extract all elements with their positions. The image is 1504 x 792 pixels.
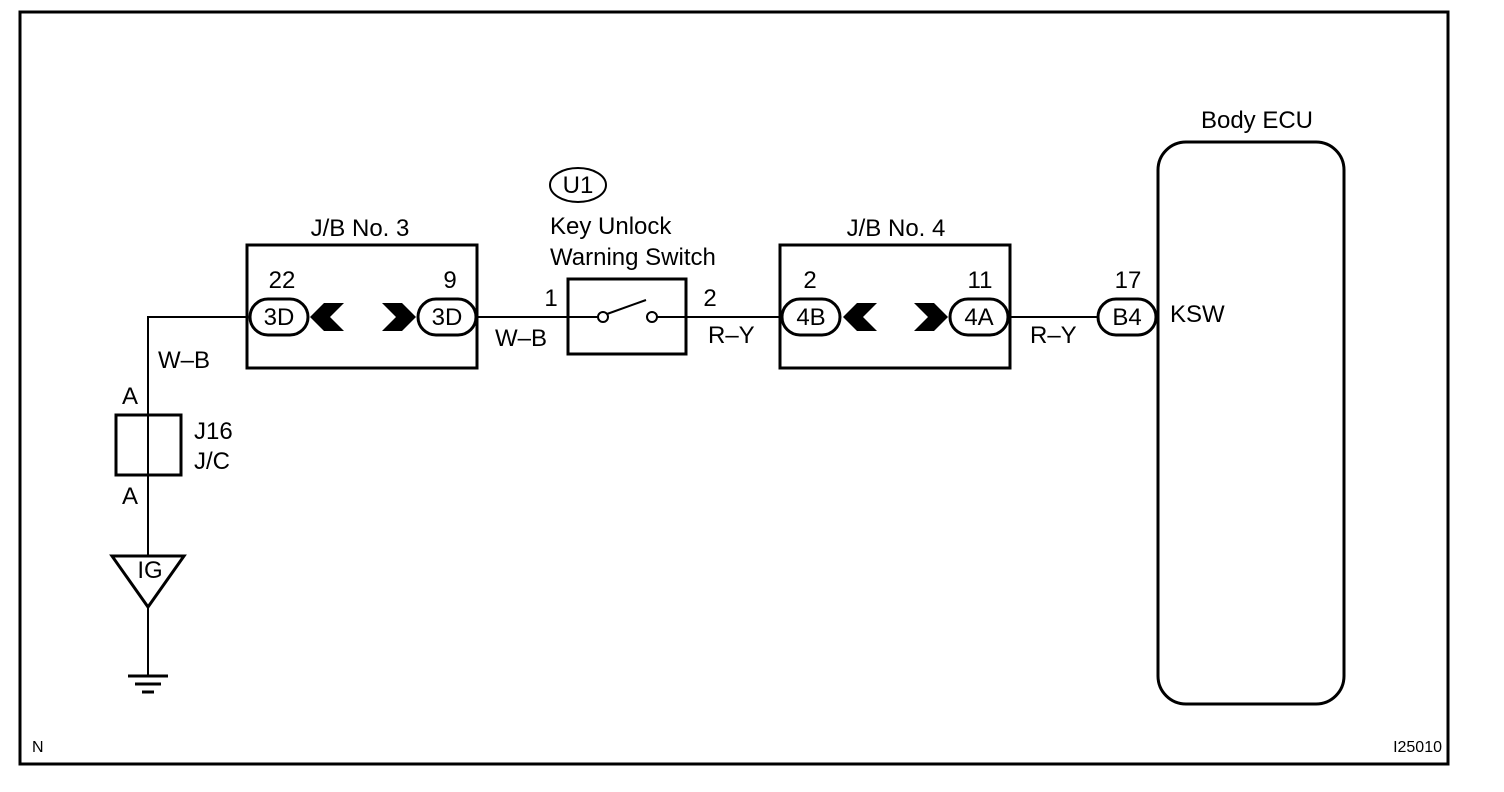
switch-id-badge (549, 167, 607, 203)
ecu-connector-label: B4 (1112, 304, 1141, 331)
ig-power-source: IG (109, 554, 187, 610)
jb3-title: J/B No. 3 (311, 215, 410, 242)
key-unlock-warning-switch: U1 Key Unlock Warning Switch 1 2 (544, 167, 717, 356)
junction-block-3: J/B No. 3 22 9 3D 3D (245, 215, 479, 370)
jb4-title: J/B No. 4 (847, 215, 946, 242)
ecu-title: Body ECU (1201, 107, 1313, 134)
jb4-left-connector-label: 4B (796, 304, 825, 331)
wire-label-w2: W–B (495, 325, 547, 352)
switch-pin-in: 1 (544, 285, 557, 312)
jb4-left-arrow-icon (843, 303, 877, 331)
switch-pin-out: 2 (703, 285, 716, 312)
jc-bottom-pin: A (122, 483, 138, 510)
jb4-right-connector-label: 4A (964, 304, 993, 331)
switch-name-line1: Key Unlock (550, 213, 672, 240)
switch-contact-right (646, 311, 658, 323)
wires (147, 316, 1098, 676)
jb3-left-pin: 22 (269, 267, 296, 294)
wire-label-w1: W–B (158, 347, 210, 374)
ecu-box (1156, 140, 1346, 706)
jc-id: J16 (194, 418, 233, 445)
diagram-frame (18, 10, 1450, 766)
jb4-left-pin: 2 (803, 267, 816, 294)
switch-name-line2: Warning Switch (550, 244, 716, 271)
wire-w-b-left (147, 316, 250, 415)
jb4-right-pin: 11 (968, 267, 993, 294)
jc-top-pin: A (122, 383, 138, 410)
jb3-left-connector-label: 3D (264, 304, 295, 331)
ground-icon (128, 674, 168, 694)
jb3-left-arrow-icon (310, 303, 344, 331)
switch-contact-left (597, 311, 609, 323)
ig-triangle-icon (109, 554, 187, 610)
jb4-left-connector (780, 297, 842, 337)
wire-label-w4: R–Y (1030, 322, 1077, 349)
junction-connector-j16: A A J16 J/C (114, 383, 233, 510)
ecu-connector (1096, 297, 1158, 337)
junction-block-4: J/B No. 4 2 11 4B 4A (778, 215, 1012, 370)
body-ecu: Body ECU 17 B4 KSW (1096, 107, 1346, 706)
jc-type: J/C (194, 448, 230, 475)
jb3-right-pin: 9 (443, 267, 456, 294)
corner-label-left: N (32, 739, 44, 756)
wire-label-w3: R–Y (708, 322, 755, 349)
corner-label-right: I25010 (1393, 739, 1442, 756)
ecu-terminal-label: KSW (1170, 301, 1225, 328)
jb3-right-connector (416, 297, 478, 337)
ecu-pin: 17 (1115, 267, 1142, 294)
jb3-left-connector (248, 297, 310, 337)
jb3-right-arrow-icon (382, 303, 416, 331)
jb3-right-connector-label: 3D (432, 304, 463, 331)
jb4-right-connector (948, 297, 1010, 337)
switch-blade (606, 299, 647, 315)
ig-label: IG (137, 557, 162, 584)
jb4-right-arrow-icon (914, 303, 948, 331)
switch-id: U1 (563, 172, 594, 199)
